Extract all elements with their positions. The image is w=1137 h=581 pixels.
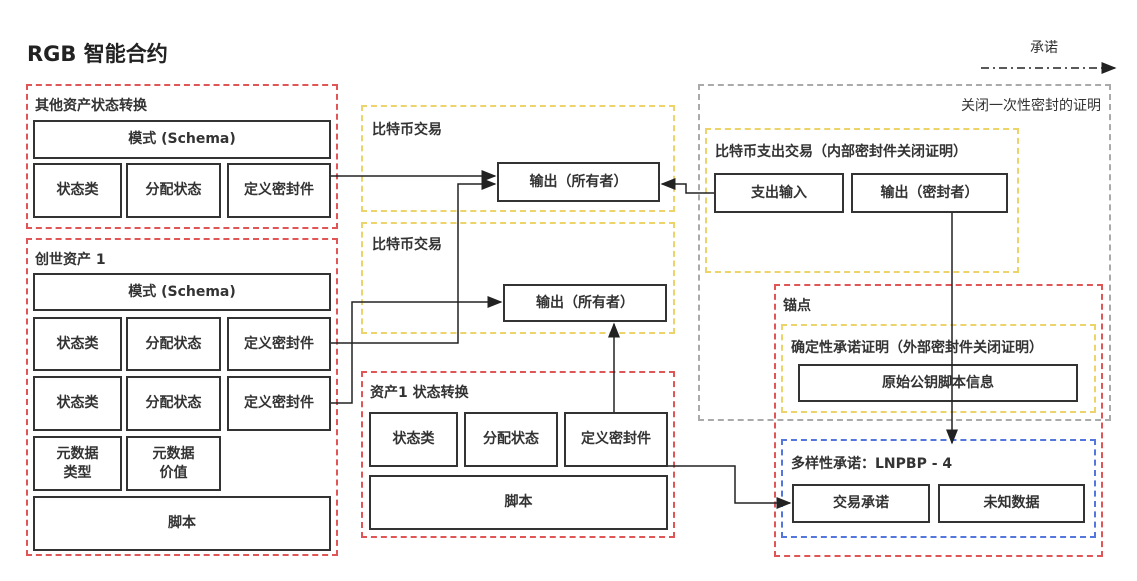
script-box: 脚本 [33,496,331,551]
state-class-box: 状态类 [33,376,122,431]
seal-arrow [331,178,497,344]
assign-state-box: 分配状态 [126,376,221,431]
multi-commit-label: 多样性承诺：LNPBP - 4 [791,456,953,472]
spend-arrow [660,178,714,194]
seal-arrow [331,296,503,404]
proof-label: 关闭一次性密封的证明 [961,98,1101,114]
commit-arrow [668,465,792,509]
legend-label: 承诺 [1030,40,1058,56]
diagram-title: RGB 智能合约 [27,42,168,66]
proof-group [698,84,1111,421]
output-owner-box: 输出（所有者） [497,162,660,202]
schema-box: 模式 (Schema) [33,120,331,159]
det-proof-label: 确定性承诺证明（外部密封件关闭证明） [791,340,1043,356]
unknown-data-box: 未知数据 [938,484,1085,523]
assign-state-box: 分配状态 [126,163,221,218]
other-asset-group [26,84,338,229]
btc-tx-label: 比特币交易 [372,122,442,138]
anchor-label: 锚点 [783,298,811,314]
assign-state-box: 分配状态 [126,317,221,371]
output-sealer-box: 输出（密封者） [851,173,1008,213]
spend-tx-label: 比特币支出交易（内部密封件关闭证明） [715,144,967,160]
btc-tx-group [361,105,675,212]
meta-value-box: 元数据 价值 [126,436,221,491]
spend-tx-group [705,128,1019,273]
spend-input-box: 支出输入 [714,173,844,213]
state-class-box: 状态类 [33,317,122,371]
btc-tx-group [361,222,675,334]
def-seal-box: 定义密封件 [227,317,331,371]
asset1-group [361,371,675,538]
other-asset-label: 其他资产状态转换 [35,98,147,114]
script-info-box: 原始公钥脚本信息 [798,364,1078,402]
assign-state-box: 分配状态 [464,412,558,467]
genesis-label: 创世资产 1 [35,252,106,268]
state-class-box: 状态类 [33,163,122,218]
def-seal-box: 定义密封件 [227,376,331,431]
btc-tx-label: 比特币交易 [372,237,442,253]
tx-commit-box: 交易承诺 [792,484,930,523]
multi-commit-group [781,439,1096,538]
def-seal-box: 定义密封件 [564,412,668,467]
det-proof-group [781,324,1096,413]
script-box: 脚本 [369,475,668,530]
state-class-box: 状态类 [369,412,458,467]
asset1-label: 资产1 状态转换 [370,385,469,401]
meta-type-box: 元数据 类型 [33,436,122,491]
output-owner-box: 输出（所有者） [503,284,667,322]
schema-box: 模式 (Schema) [33,273,331,311]
def-seal-box: 定义密封件 [227,163,331,218]
genesis-group [26,238,338,556]
anchor-group [774,284,1103,557]
